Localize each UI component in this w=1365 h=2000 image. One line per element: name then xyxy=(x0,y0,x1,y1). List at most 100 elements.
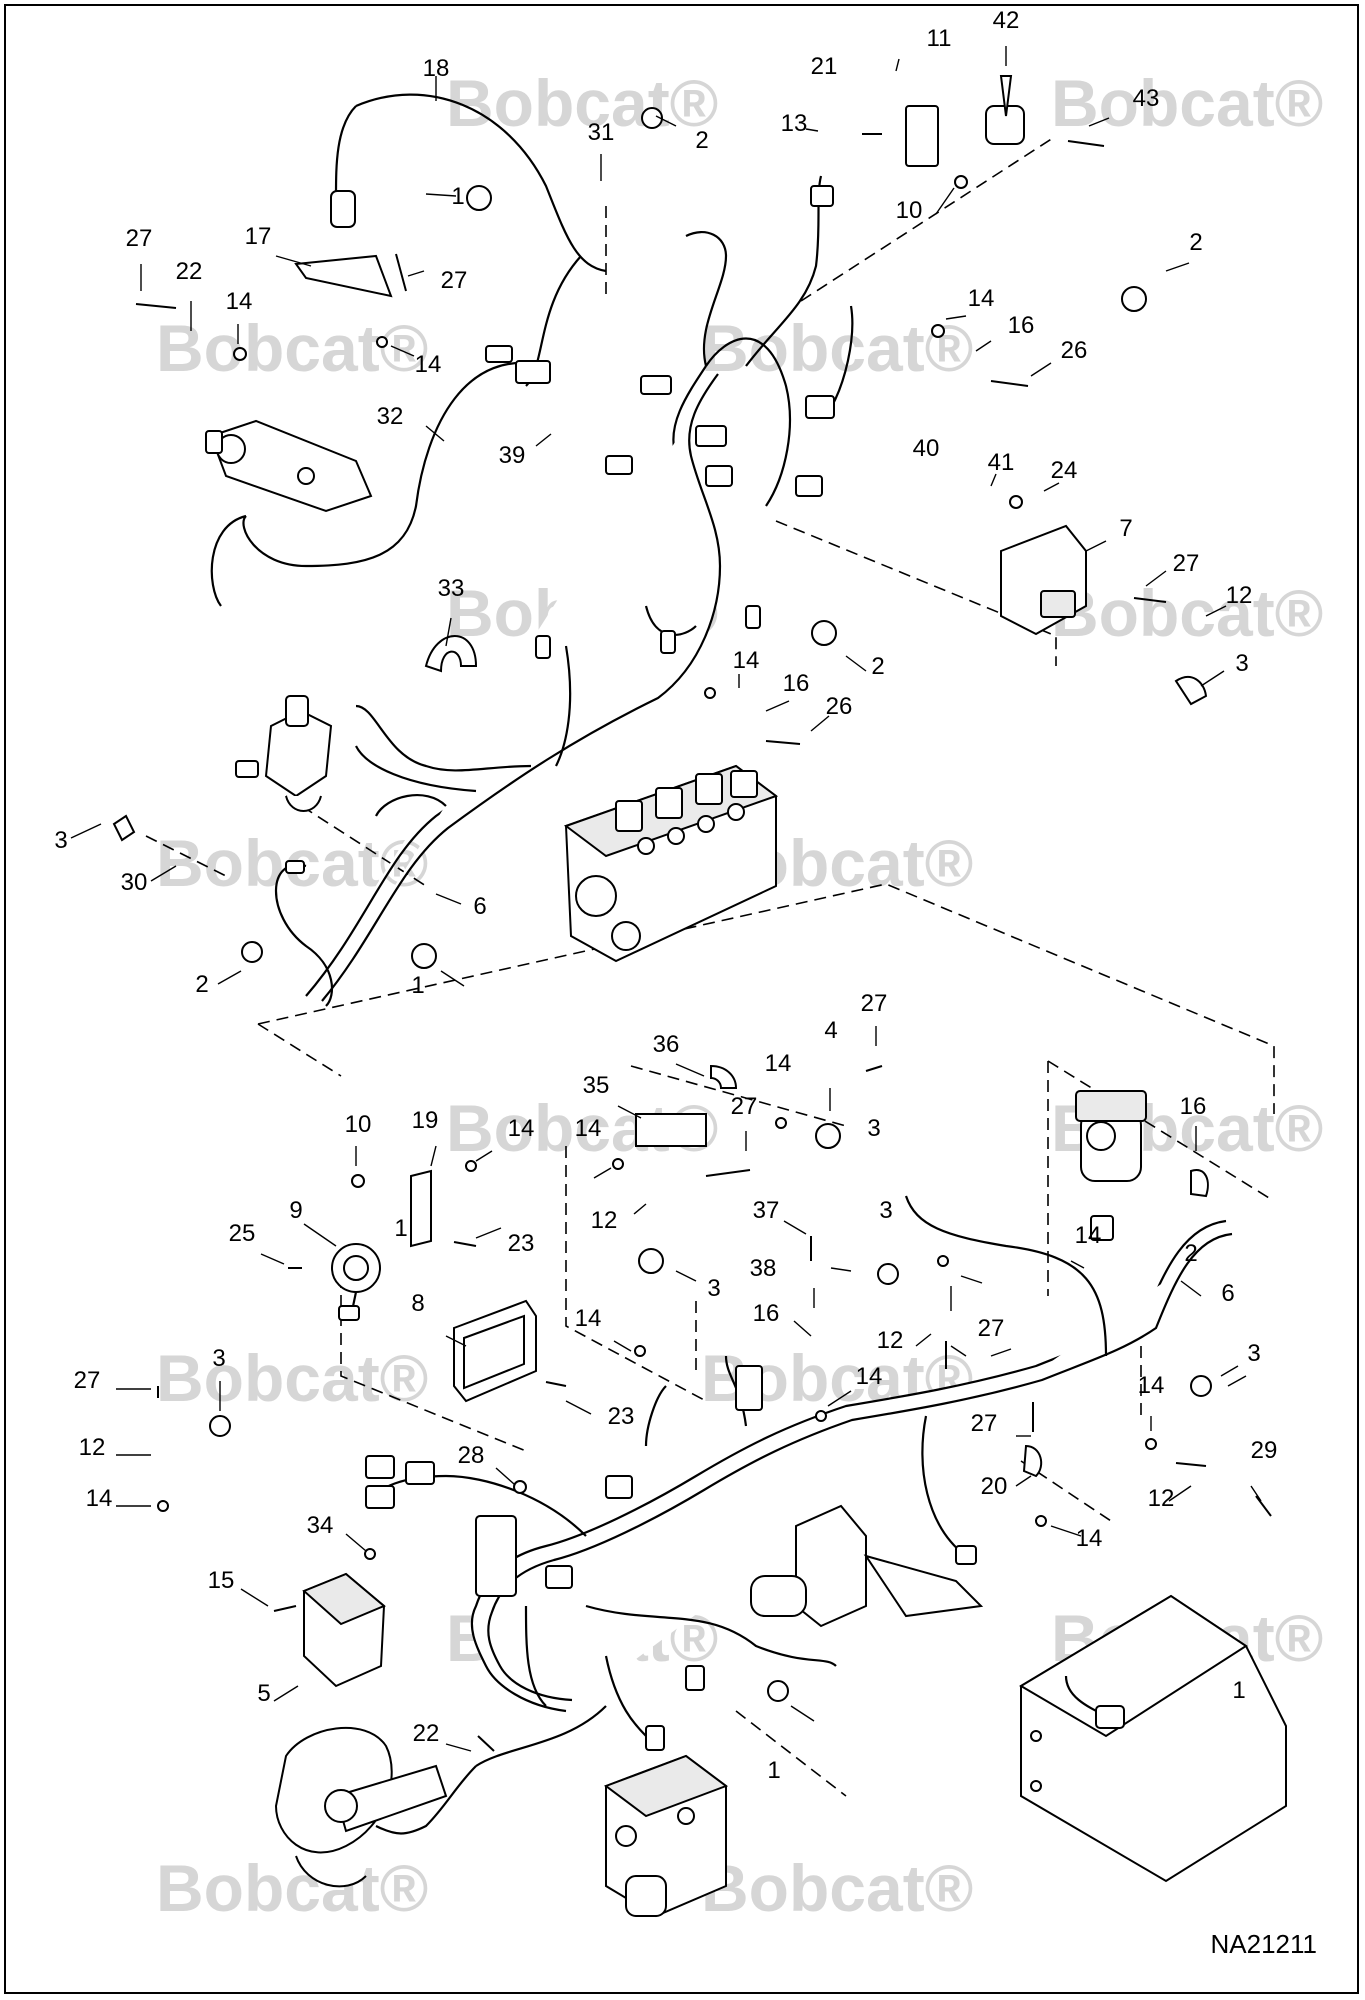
callout-2-3: 2 xyxy=(871,653,884,680)
lower-wire-harness xyxy=(365,1195,1233,1835)
callout-29: 29 xyxy=(1251,1437,1278,1464)
fuel-filter-assembly xyxy=(1075,1090,1147,1182)
switch-42 xyxy=(985,75,1025,145)
watermark-text: Bobcat® xyxy=(446,66,718,140)
callout-14-10: 14 xyxy=(1138,1372,1165,1399)
callout-12-2: 12 xyxy=(591,1207,618,1234)
fuel-tank xyxy=(1019,1594,1287,1883)
callout-43: 43 xyxy=(1133,85,1160,112)
upper-wire-harness xyxy=(210,93,854,1007)
callout-27-7: 27 xyxy=(971,1410,998,1437)
callout-5: 5 xyxy=(257,1680,270,1707)
sensor-with-cable-18 xyxy=(294,190,393,298)
callout-27-4: 27 xyxy=(731,1093,758,1120)
callout-17: 17 xyxy=(245,223,272,250)
diagram-sheet: Bobcat®Bobcat®Bobcat®Bobcat®Bobcat®Bobca… xyxy=(4,4,1359,1994)
callout-16-4: 16 xyxy=(1180,1093,1207,1120)
callout-33: 33 xyxy=(438,575,465,602)
callout-27-8: 27 xyxy=(74,1367,101,1394)
callout-12: 12 xyxy=(1226,582,1253,609)
callout-15: 15 xyxy=(208,1567,235,1594)
watermark-text: Bobcat® xyxy=(156,1341,428,1415)
callout-9: 9 xyxy=(289,1197,302,1224)
controller-module-7 xyxy=(1000,524,1087,636)
callout-26: 26 xyxy=(1061,337,1088,364)
callout-34: 34 xyxy=(307,1512,334,1539)
callout-42: 42 xyxy=(993,7,1020,34)
callout-7: 7 xyxy=(1119,515,1132,542)
lower-valve-block xyxy=(603,1754,729,1918)
callout-14-13: 14 xyxy=(86,1485,113,1512)
callout-31: 31 xyxy=(588,119,615,146)
callout-14-12: 14 xyxy=(1075,1222,1102,1249)
callout-27-3: 27 xyxy=(1173,550,1200,577)
callout-10: 10 xyxy=(896,197,923,224)
watermark-text: Bobcat® xyxy=(1051,576,1323,650)
callout-4: 4 xyxy=(824,1017,837,1044)
callout-6-2: 6 xyxy=(1221,1280,1234,1307)
callout-1-4: 1 xyxy=(767,1757,780,1784)
callout-3: 3 xyxy=(54,827,67,854)
callout-2: 2 xyxy=(695,127,708,154)
callout-2-2: 2 xyxy=(1189,229,1202,256)
bracket-19 xyxy=(410,1169,432,1248)
callout-38: 38 xyxy=(750,1255,777,1282)
callout-1: 1 xyxy=(451,183,464,210)
clip-20 xyxy=(1022,1444,1043,1478)
callout-14-6: 14 xyxy=(508,1115,535,1142)
callout-14-5: 14 xyxy=(765,1050,792,1077)
callout-32: 32 xyxy=(377,403,404,430)
callout-12-3: 12 xyxy=(877,1327,904,1354)
callout-labels: 1111122222333333345667891010111212121212… xyxy=(54,7,1277,1784)
callout-14: 14 xyxy=(226,288,253,315)
horn-9 xyxy=(331,1243,381,1321)
callout-1-5: 1 xyxy=(1232,1677,1245,1704)
figure-code: NA21211 xyxy=(1210,1929,1318,1959)
solenoid-valve-32 xyxy=(205,419,373,513)
assembly-guide-lines xyxy=(145,135,1275,1797)
callout-41: 41 xyxy=(988,449,1015,476)
callout-14-4: 14 xyxy=(733,647,760,674)
controller-module-8 xyxy=(453,1299,537,1403)
callout-27-6: 27 xyxy=(978,1315,1005,1342)
watermark-text: Bobcat® xyxy=(701,311,973,385)
callout-22-2: 22 xyxy=(413,1720,440,1747)
callout-10-2: 10 xyxy=(345,1111,372,1138)
callout-20: 20 xyxy=(981,1473,1008,1500)
watermark-text: Bobcat® xyxy=(701,1851,973,1925)
callout-14-11: 14 xyxy=(1076,1525,1103,1552)
callout-40: 40 xyxy=(913,435,940,462)
callout-leader-lines xyxy=(70,46,1262,1752)
bracket-35 xyxy=(635,1113,707,1147)
callout-3-3: 3 xyxy=(867,1115,880,1142)
callout-37: 37 xyxy=(753,1197,780,1224)
callout-24: 24 xyxy=(1051,457,1078,484)
callout-35: 35 xyxy=(583,1072,610,1099)
callout-14-3: 14 xyxy=(968,285,995,312)
callout-3-2: 3 xyxy=(1235,650,1248,677)
callout-30: 30 xyxy=(121,869,148,896)
callout-25: 25 xyxy=(229,1220,256,1247)
fastener-icons xyxy=(135,133,1272,1752)
callout-16-2: 16 xyxy=(783,670,810,697)
callout-21: 21 xyxy=(811,53,838,80)
callout-16: 16 xyxy=(1008,312,1035,339)
clamp-33 xyxy=(424,635,478,673)
callout-18: 18 xyxy=(423,55,450,82)
callout-26-2: 26 xyxy=(826,693,853,720)
callout-14-7: 14 xyxy=(575,1115,602,1142)
actuator-left xyxy=(235,695,333,812)
callout-23-2: 23 xyxy=(608,1403,635,1430)
clip-36 xyxy=(710,1064,738,1089)
callout-6: 6 xyxy=(473,893,486,920)
callout-1-3: 1 xyxy=(411,972,424,999)
callout-23: 23 xyxy=(508,1230,535,1257)
callout-19: 19 xyxy=(412,1107,439,1134)
callout-14-8: 14 xyxy=(575,1305,602,1332)
clamp-icons xyxy=(112,107,1212,1702)
callout-11: 11 xyxy=(927,25,952,52)
callout-2-5: 2 xyxy=(1184,1240,1197,1267)
callout-3-7: 3 xyxy=(212,1345,225,1372)
callout-12-5: 12 xyxy=(1148,1485,1175,1512)
callout-2-4: 2 xyxy=(195,971,208,998)
